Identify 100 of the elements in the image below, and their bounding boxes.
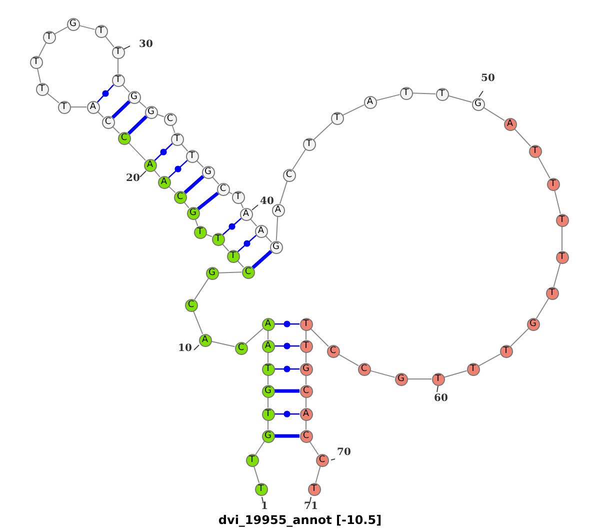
backbone-line — [315, 466, 321, 484]
nucleotide-circle: G — [300, 362, 312, 376]
backbone-line — [212, 176, 220, 185]
nucleotide-circle: T — [546, 178, 560, 190]
nucleotide-circle: T — [212, 232, 224, 246]
backbone-line — [510, 328, 529, 347]
nucleotide-circle: T — [94, 24, 108, 38]
nucleotide-circle: G — [526, 318, 540, 330]
nucleotide-circle: C — [300, 384, 312, 398]
nucleotide-circle: G — [128, 90, 140, 104]
nucleotide-circle: G — [262, 384, 274, 398]
nucleotide-circle: T — [246, 454, 258, 466]
nucleotide-circle: C — [282, 168, 296, 182]
nucleotide-circle: C — [174, 190, 186, 204]
nucleotide-circle: T — [556, 214, 568, 226]
nucleotide-circle: T — [262, 362, 274, 376]
nucleotide-circle: T — [42, 30, 56, 44]
base-pair-line — [252, 250, 272, 269]
base-pair-line — [274, 410, 300, 418]
nucleotide-circle: A — [144, 158, 156, 172]
nucleotide-circle: T — [254, 482, 268, 496]
nucleotide-circle: A — [262, 340, 274, 352]
nucleotide-circle: A — [262, 318, 274, 330]
backbone-line — [292, 148, 306, 170]
nucleotide-circle: G — [202, 166, 214, 178]
nucleotide-circle: G — [66, 18, 80, 30]
backbone-line — [279, 180, 288, 204]
backbone-line — [38, 42, 46, 57]
nucleotide-circle: A — [158, 176, 170, 188]
backbone-line — [210, 340, 236, 348]
base-pair-line — [274, 434, 300, 438]
nucleotide-circle: C — [242, 266, 254, 278]
nucleotide-circle: C — [300, 430, 312, 442]
nucleotide-circle: C — [216, 182, 230, 196]
nucleotide-circle: C — [316, 454, 328, 466]
backbone-line — [54, 26, 68, 34]
backbone-line — [514, 128, 532, 147]
base-pair-line — [274, 342, 300, 350]
backbone-line — [236, 260, 244, 268]
nucleotide-circle: T — [226, 250, 240, 262]
nucleotide-circle: T — [528, 144, 542, 158]
backbone-line — [122, 84, 130, 93]
base-pair-line — [237, 234, 257, 252]
backbone-line — [376, 94, 400, 101]
nucleotide-circle: T — [432, 372, 444, 386]
backbone-line — [264, 235, 272, 243]
backbone-line — [444, 370, 468, 378]
nucleotide-circle: T — [546, 286, 558, 300]
backbone-line — [310, 328, 329, 347]
backbone-line — [483, 106, 505, 122]
nucleotide-circle: C — [102, 116, 114, 128]
backbone-line — [407, 378, 432, 380]
nucleotide-circle: C — [184, 298, 198, 312]
backbone-line — [97, 111, 104, 118]
backbone-line — [104, 36, 114, 48]
backbone-line — [70, 106, 87, 108]
base-pair-line — [274, 389, 300, 393]
nucleotide-circle: C — [164, 112, 176, 126]
position-number: 70 — [337, 447, 351, 458]
position-number: 30 — [139, 39, 153, 50]
backbone-line — [36, 68, 42, 84]
nucleotide-circle: C — [326, 344, 340, 358]
nucleotide-circle: T — [556, 250, 568, 264]
nucleotide-circle: T — [466, 362, 480, 376]
base-pair-line — [196, 192, 220, 210]
nucleotide-circle: G — [262, 430, 274, 442]
backbone-line — [245, 328, 264, 344]
nucleotide-circle: T — [302, 138, 316, 150]
position-number: 10 — [178, 343, 192, 354]
backbone-line — [192, 310, 204, 334]
base-pair-line — [222, 218, 242, 236]
nucleotide-circle: G — [472, 98, 484, 110]
position-number: 1 — [261, 501, 268, 512]
backbone-line — [370, 370, 396, 378]
base-pair-line — [274, 320, 300, 328]
nucleotide-circle: A — [240, 208, 252, 220]
nucleotide-circle: G — [394, 372, 408, 386]
nucleotide-circle: T — [500, 344, 512, 358]
nucleotide-circle: T — [262, 408, 274, 420]
backbone-line — [196, 160, 204, 168]
base-pair-line — [168, 160, 188, 178]
nucleotide-circle: G — [270, 240, 282, 254]
position-number: 40 — [260, 196, 274, 207]
backbone-line — [112, 126, 120, 134]
nucleotide-circle: C — [234, 342, 248, 354]
backbone-line — [276, 216, 278, 241]
backbone-line — [342, 104, 365, 116]
backbone-line — [538, 156, 550, 179]
backbone-line — [250, 218, 258, 227]
backbone-line — [138, 100, 147, 108]
backbone-line — [338, 354, 359, 366]
caption: dvi_19955_annot [-10.5] — [218, 513, 382, 527]
nucleotide-circle: T — [112, 46, 124, 58]
base-pair-line — [274, 366, 300, 372]
base-pair-line — [154, 143, 173, 161]
nucleotide-circle: A — [86, 100, 100, 114]
base-pair-line — [127, 115, 148, 135]
nucleotide-circle: A — [300, 408, 312, 420]
backbone-line — [255, 440, 265, 456]
nucleotide-circle: G — [186, 206, 200, 220]
